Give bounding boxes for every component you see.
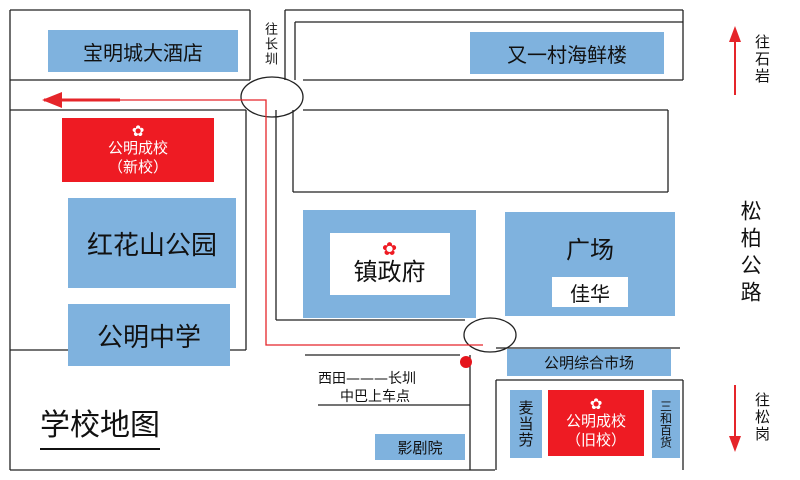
title-underline — [40, 448, 160, 450]
sanhe-store-block[interactable]: 三和百货 — [652, 390, 680, 458]
new-school-name: 公明成校 — [107, 138, 168, 157]
arrow-left-icon — [42, 92, 120, 108]
middle-school-label: 公明中学 — [96, 322, 201, 353]
new-school-note: （新校） — [107, 157, 168, 176]
new-school-block[interactable]: ✿ 公明成校 （新校） — [62, 118, 214, 182]
jiahua-label: 佳华 — [570, 281, 610, 306]
arrow-up-icon — [729, 26, 741, 95]
hotel-label: 宝明城大酒店 — [83, 40, 203, 65]
cinema-block[interactable]: 影剧院 — [375, 434, 465, 460]
flower-icon: ✿ — [131, 121, 145, 140]
square-block[interactable]: 广场 佳华 — [505, 212, 675, 316]
bus-stop-label: 中巴上车点 — [340, 389, 410, 405]
songbai-road-label: 松柏公路 — [738, 200, 763, 308]
jiahua-store[interactable]: 佳华 — [552, 277, 628, 307]
market-label: 公明综合市场 — [543, 354, 634, 372]
old-school-note: （旧校） — [565, 430, 626, 449]
middle-school-block[interactable]: 公明中学 — [68, 304, 230, 366]
old-school-block[interactable]: ✿ 公明成校 （旧校） — [548, 390, 644, 456]
seafood-restaurant-label: 又一村海鲜楼 — [507, 42, 627, 67]
old-school-name: 公明成校 — [565, 411, 626, 430]
government-card: ✿ 镇政府 — [329, 233, 450, 295]
flower-icon: ✿ — [381, 239, 398, 261]
park-block[interactable]: 红花山公园 — [68, 198, 236, 288]
square-label: 广场 — [566, 236, 614, 264]
to-changzhen-label: 往长圳 — [262, 22, 277, 67]
to-songgang-label: 往松岗 — [753, 392, 771, 443]
arrow-down-icon — [729, 385, 741, 452]
government-label: 镇政府 — [353, 258, 426, 287]
mcdonalds-label: 麦当劳 — [516, 400, 535, 448]
map-title: 学校地图 — [40, 400, 160, 450]
seafood-restaurant-block[interactable]: 又一村海鲜楼 — [470, 32, 664, 74]
flower-icon: ✿ — [589, 394, 603, 413]
hotel-block[interactable]: 宝明城大酒店 — [48, 30, 238, 72]
bus-stop-marker — [460, 356, 472, 368]
cinema-label: 影剧院 — [397, 438, 443, 457]
market-block[interactable]: 公明综合市场 — [507, 349, 671, 376]
mcdonalds-block[interactable]: 麦当劳 — [510, 390, 542, 458]
government-block[interactable]: ✿ 镇政府 — [303, 210, 476, 318]
bus-route-label: 西田———长圳 — [318, 371, 416, 387]
to-shiyan-label: 往石岩 — [753, 34, 771, 85]
sanhe-store-label: 三和百货 — [658, 400, 673, 448]
park-label: 红花山公园 — [86, 230, 217, 261]
